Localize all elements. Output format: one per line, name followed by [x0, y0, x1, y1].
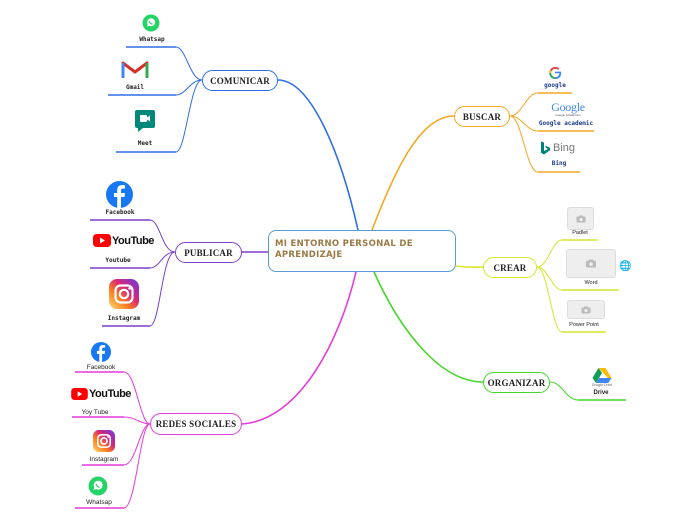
link-organizar: [373, 271, 484, 383]
branch-organizar[interactable]: ORGANIZAR: [483, 372, 550, 393]
link-redes: [241, 271, 357, 425]
youtube-wordmark: YouTube: [89, 388, 131, 400]
bing-icon: Bing: [540, 141, 575, 155]
youtube-wordmark: YouTube: [112, 234, 154, 247]
globe-icon[interactable]: 🌐: [619, 261, 632, 272]
instagram-icon: [109, 279, 139, 309]
leaf-label-padlet: Padlet: [572, 230, 588, 236]
instagram-icon: [93, 430, 115, 452]
leaf-label-facebook-redes: Facebook: [86, 364, 116, 371]
leaf-label-youtube-publicar: Youtube: [105, 257, 131, 264]
youtube-icon: YouTube: [93, 234, 154, 247]
facebook-icon: [106, 181, 133, 208]
leaf-label-instagram-publicar: Instagram: [107, 315, 141, 322]
image-placeholder-icon: [567, 207, 594, 230]
google-wordmark: Google: [551, 100, 585, 114]
google-scholar-icon: Google Google Académico: [546, 101, 590, 117]
branch-comunicar[interactable]: COMUNICAR: [202, 70, 278, 91]
leaf-label-whatsap-redes: Whatsap: [86, 499, 112, 506]
google-icon: [545, 64, 565, 82]
youtube-icon: YouTube: [71, 388, 131, 400]
leaf-label-meet: Meet: [137, 140, 153, 147]
link-buscar: [371, 115, 455, 231]
branch-buscar[interactable]: BUSCAR: [454, 106, 510, 127]
whatsapp-icon: [142, 14, 160, 32]
leaf-label-youtube-redes: Yoy Tube: [81, 409, 109, 416]
image-placeholder-icon: [567, 300, 605, 319]
branch-redes-sociales[interactable]: REDES SOCIALES: [150, 413, 242, 435]
drive-wordmark: Google Drive: [591, 383, 613, 387]
leaf-label-google-academic: Google academic: [538, 120, 594, 127]
bing-wordmark: Bing: [553, 142, 576, 154]
leaf-label-drive: Drive: [593, 390, 609, 396]
branch-crear[interactable]: CREAR: [483, 257, 537, 278]
whatsapp-icon: [88, 476, 108, 496]
leaf-label-word: Word: [584, 280, 598, 286]
link-comunicar: [277, 79, 359, 231]
leaf-label-power-point: Power Point: [569, 322, 599, 328]
central-topic[interactable]: MI ENTORNO PERSONAL DE APRENDIZAJE: [268, 230, 456, 272]
branch-publicar[interactable]: PUBLICAR: [175, 242, 242, 263]
leaf-label-whatsap: Whatsap: [139, 36, 165, 43]
drive-icon: [592, 368, 612, 383]
google-subtitle: Google Académico: [555, 113, 581, 117]
leaf-label-facebook-publicar: Facebook: [105, 209, 135, 216]
leaf-label-gmail: Gmail: [125, 84, 145, 91]
meet-icon: [135, 110, 155, 132]
link-crear: [455, 265, 484, 269]
leaf-label-instagram-redes: Instagram: [89, 456, 119, 463]
facebook-icon: [91, 342, 111, 362]
leaf-label-bing: Bing: [551, 160, 567, 167]
leaf-label-google: google: [544, 82, 566, 89]
image-placeholder-icon: [566, 249, 616, 278]
gmail-icon: [121, 61, 149, 79]
